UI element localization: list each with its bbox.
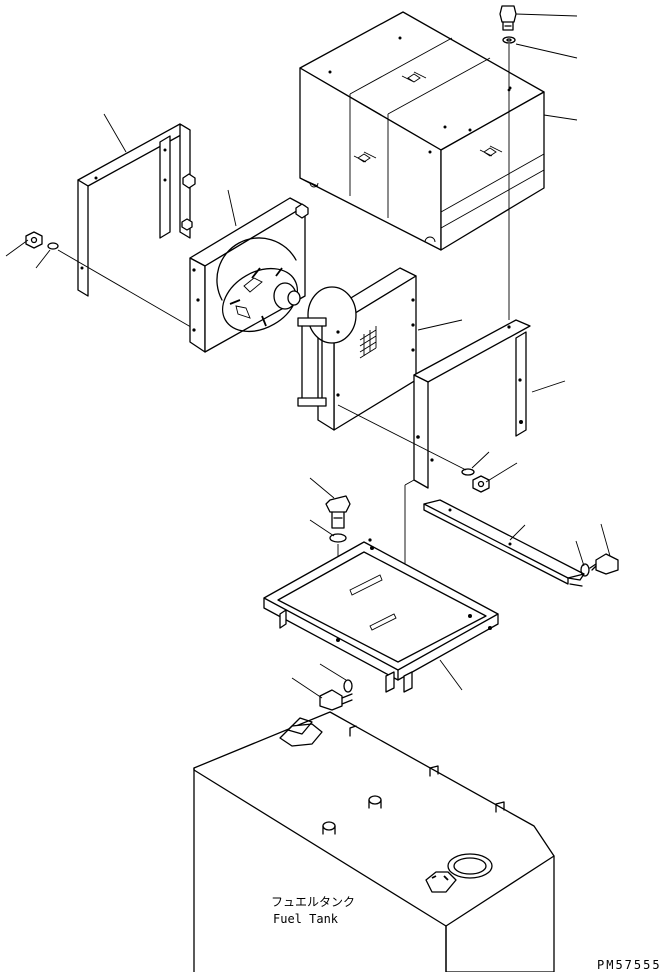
base-frame xyxy=(263,538,499,693)
leader-lines xyxy=(5,13,611,699)
support-stay xyxy=(423,499,585,587)
mounting-bolt xyxy=(325,495,351,529)
tank-label-en: Fuel Tank xyxy=(273,912,339,926)
left-nut xyxy=(25,231,43,249)
mounting-washer xyxy=(329,533,347,543)
right-nut xyxy=(472,475,490,493)
radiator-core xyxy=(297,267,417,431)
top-bolt xyxy=(499,5,517,31)
top-washer xyxy=(502,36,516,44)
side-bolt xyxy=(589,553,619,575)
left-washer xyxy=(47,242,59,250)
right-bracket xyxy=(413,319,531,489)
bottom-bolt xyxy=(319,689,353,711)
grille xyxy=(353,71,503,163)
fan-shroud xyxy=(181,173,309,353)
right-washer xyxy=(461,468,475,476)
top-cover xyxy=(299,11,545,251)
fuel-tank xyxy=(193,711,555,972)
bottom-washer xyxy=(343,679,353,693)
left-bracket xyxy=(77,123,191,297)
tank-label-jp: フュエルタンク xyxy=(271,895,355,909)
drawing-code: PM57555 xyxy=(597,958,662,972)
